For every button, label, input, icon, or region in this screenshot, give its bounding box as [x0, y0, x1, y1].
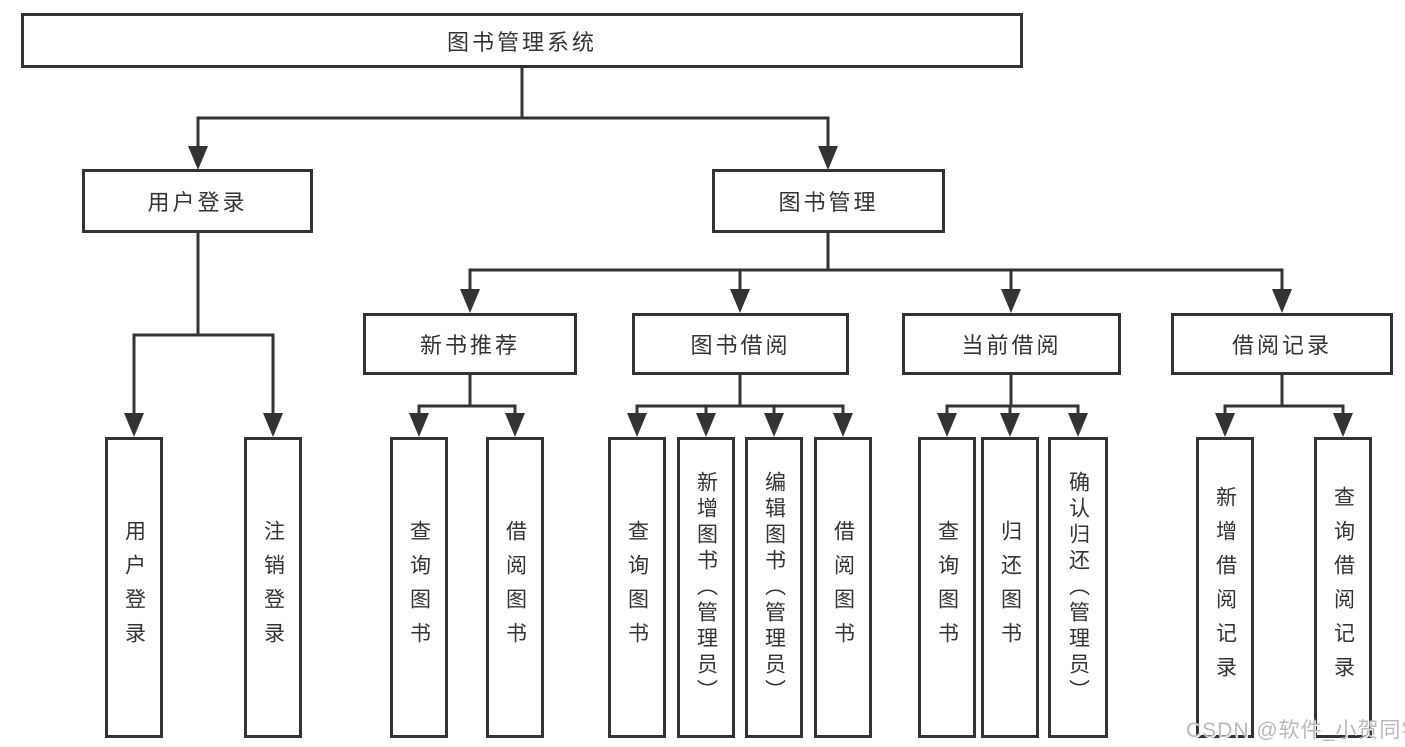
leaf-bookborrow-query: 查询图书	[608, 437, 666, 738]
node-book-borrow: 图书借阅	[632, 313, 849, 375]
leaf-bookborrow-add-label: 新增图书（管理员）	[694, 470, 718, 705]
leaf-bookborrow-edit: 编辑图书（管理员）	[745, 437, 803, 738]
leaf-bookborrow-borrow-label: 借阅图书	[831, 519, 855, 656]
node-borrow-records-label: 借阅记录	[1231, 333, 1332, 358]
leaf-current-return: 归还图书	[981, 437, 1039, 738]
leaf-user-login: 用户登录	[105, 437, 163, 738]
node-book-mgmt: 图书管理	[712, 169, 945, 233]
node-book-borrow-label: 图书借阅	[690, 333, 791, 358]
leaf-logout-label: 注销登录	[261, 519, 285, 656]
node-new-books: 新书推荐	[363, 313, 577, 375]
node-root-label: 图书管理系统	[446, 29, 597, 55]
node-current-borrow-label: 当前借阅	[961, 333, 1062, 358]
node-borrow-records: 借阅记录	[1171, 313, 1393, 375]
leaf-records-add: 新增借阅记录	[1196, 437, 1254, 738]
leaf-newbooks-borrow-label: 借阅图书	[503, 519, 527, 656]
leaf-bookborrow-add: 新增图书（管理员）	[677, 437, 735, 738]
leaf-current-query: 查询图书	[918, 437, 976, 738]
leaf-logout: 注销登录	[244, 437, 302, 738]
node-root: 图书管理系统	[21, 13, 1023, 68]
leaf-newbooks-query: 查询图书	[390, 437, 448, 738]
leaf-records-query: 查询借阅记录	[1314, 437, 1372, 738]
node-user-login: 用户登录	[82, 169, 313, 233]
leaf-bookborrow-borrow: 借阅图书	[814, 437, 872, 738]
leaf-current-query-label: 查询图书	[935, 519, 959, 656]
leaf-current-confirm: 确认归还（管理员）	[1048, 437, 1108, 738]
node-new-books-label: 新书推荐	[419, 333, 520, 358]
leaf-records-query-label: 查询借阅记录	[1331, 485, 1355, 690]
leaf-newbooks-query-label: 查询图书	[407, 519, 431, 656]
leaf-records-add-label: 新增借阅记录	[1213, 485, 1237, 690]
leaf-bookborrow-query-label: 查询图书	[625, 519, 649, 656]
leaf-current-confirm-label: 确认归还（管理员）	[1066, 470, 1090, 705]
leaf-user-login-label: 用户登录	[122, 519, 146, 656]
leaf-current-return-label: 归还图书	[998, 519, 1022, 656]
leaf-bookborrow-edit-label: 编辑图书（管理员）	[762, 470, 786, 705]
node-user-login-label: 用户登录	[147, 190, 248, 215]
leaf-newbooks-borrow: 借阅图书	[486, 437, 544, 738]
node-current-borrow: 当前借阅	[902, 313, 1121, 375]
watermark: CSDN @软件_小贺同学	[1186, 719, 1405, 742]
node-book-mgmt-label: 图书管理	[778, 190, 879, 215]
